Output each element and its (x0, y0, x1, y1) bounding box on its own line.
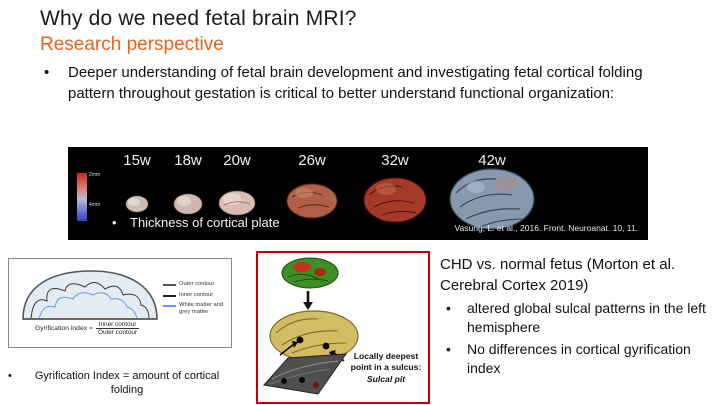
sulcal-pit-caption-line2: Sulcal pit (366, 374, 406, 384)
legend-label: Outer contour (179, 281, 215, 287)
legend-row: White matter and grey matter (163, 302, 229, 315)
down-arrow-icon (303, 291, 313, 310)
chd-bullet-item: • altered global sulcal patterns in the … (440, 299, 716, 337)
gyrification-caption-item: • Gyrification Index = amount of cortica… (2, 369, 238, 397)
slide-title: Why do we need fetal brain MRI? (40, 7, 357, 30)
brain-26w-image (286, 183, 338, 219)
brain-42w-image (449, 168, 535, 230)
gyrification-diagram-panel: Outer contour Inner contour White matter… (8, 258, 232, 348)
brain-18w-image (173, 193, 203, 215)
strip-caption-item: • Thickness of cortical plate (112, 215, 280, 230)
sulcal-pit-figure (263, 257, 359, 395)
flattened-surface-image (263, 353, 348, 395)
gyrification-formula: Gyrification index = Inner contour Outer… (35, 321, 140, 336)
week-label-18w: 18w (174, 152, 202, 169)
legend-label: White matter and grey matter (179, 302, 224, 315)
formula-denominator: Outer contour (96, 328, 140, 336)
bullet-marker: • (8, 370, 12, 382)
fetal-brain-development-strip: 15w 18w 20w 26w 32w 42w 2mm 4mm • Thickn… (68, 147, 648, 240)
formula-label: Gyrification index = (35, 325, 93, 332)
bullet-marker: • (44, 64, 50, 81)
chd-bullet-text: altered global sulcal patterns in the le… (467, 300, 706, 335)
colorbar-top-label: 2mm (89, 172, 101, 178)
fetal-brain-images (125, 168, 535, 230)
formula-fraction: Inner contour Outer contour (96, 321, 140, 336)
outer-contour-line-swatch (163, 284, 176, 286)
brain-32w-image (363, 177, 427, 223)
week-label-20w: 20w (223, 152, 251, 169)
chd-comparison-block: CHD vs. normal fetus (Morton et al. Cere… (440, 254, 716, 378)
citation-text: Vasung, L. et al., 2016. Front. Neuroana… (454, 223, 639, 233)
brain-20w-image (218, 190, 256, 216)
formula-numerator: Inner contour (98, 321, 137, 328)
legend-label: Inner contour (179, 291, 214, 298)
intro-bullet-text: Deeper understanding of fetal brain deve… (68, 64, 643, 102)
sulcal-pit-caption-line1: Locally deepest point in a sulcus: (350, 351, 422, 372)
chd-heading: CHD vs. normal fetus (Morton et al. Cere… (440, 256, 676, 294)
inner-contour-line-swatch (163, 294, 176, 297)
yellow-brain-sulcal-pits-image (269, 310, 359, 362)
chd-bullet-item: • No differences in cortical gyrificatio… (440, 340, 716, 378)
legend-row: Outer contour (163, 281, 229, 288)
week-label-26w: 26w (298, 152, 326, 169)
strip-caption-text: Thickness of cortical plate (130, 215, 280, 230)
cortex-cross-section-diagram (22, 270, 158, 320)
week-label-42w: 42w (478, 152, 506, 169)
intro-bullet-item: • Deeper understanding of fetal brain de… (44, 62, 660, 104)
sulcal-pit-caption: Locally deepest point in a sulcus: Sulca… (350, 351, 422, 385)
diagram-legend: Outer contour Inner contour White matter… (163, 281, 229, 319)
legend-row: Inner contour (163, 292, 229, 299)
week-label-15w: 15w (123, 152, 151, 169)
colorbar-bottom-label: 4mm (89, 202, 101, 208)
bullet-marker: • (446, 341, 451, 357)
gyrification-caption-text: Gyrification Index = amount of cortical … (34, 370, 220, 396)
slide-subtitle: Research perspective (40, 34, 224, 55)
chd-bullet-text: No differences in cortical gyrification … (467, 341, 691, 376)
sulcal-pit-panel: Locally deepest point in a sulcus: Sulca… (256, 251, 430, 404)
white-grey-matter-line-swatch (163, 305, 176, 307)
bullet-marker: • (112, 215, 117, 230)
bullet-marker: • (446, 300, 451, 316)
brain-15w-image (125, 195, 149, 213)
week-label-32w: 32w (381, 152, 409, 169)
thickness-colorbar: 2mm 4mm (77, 173, 100, 221)
labeled-brain-image (281, 257, 339, 289)
